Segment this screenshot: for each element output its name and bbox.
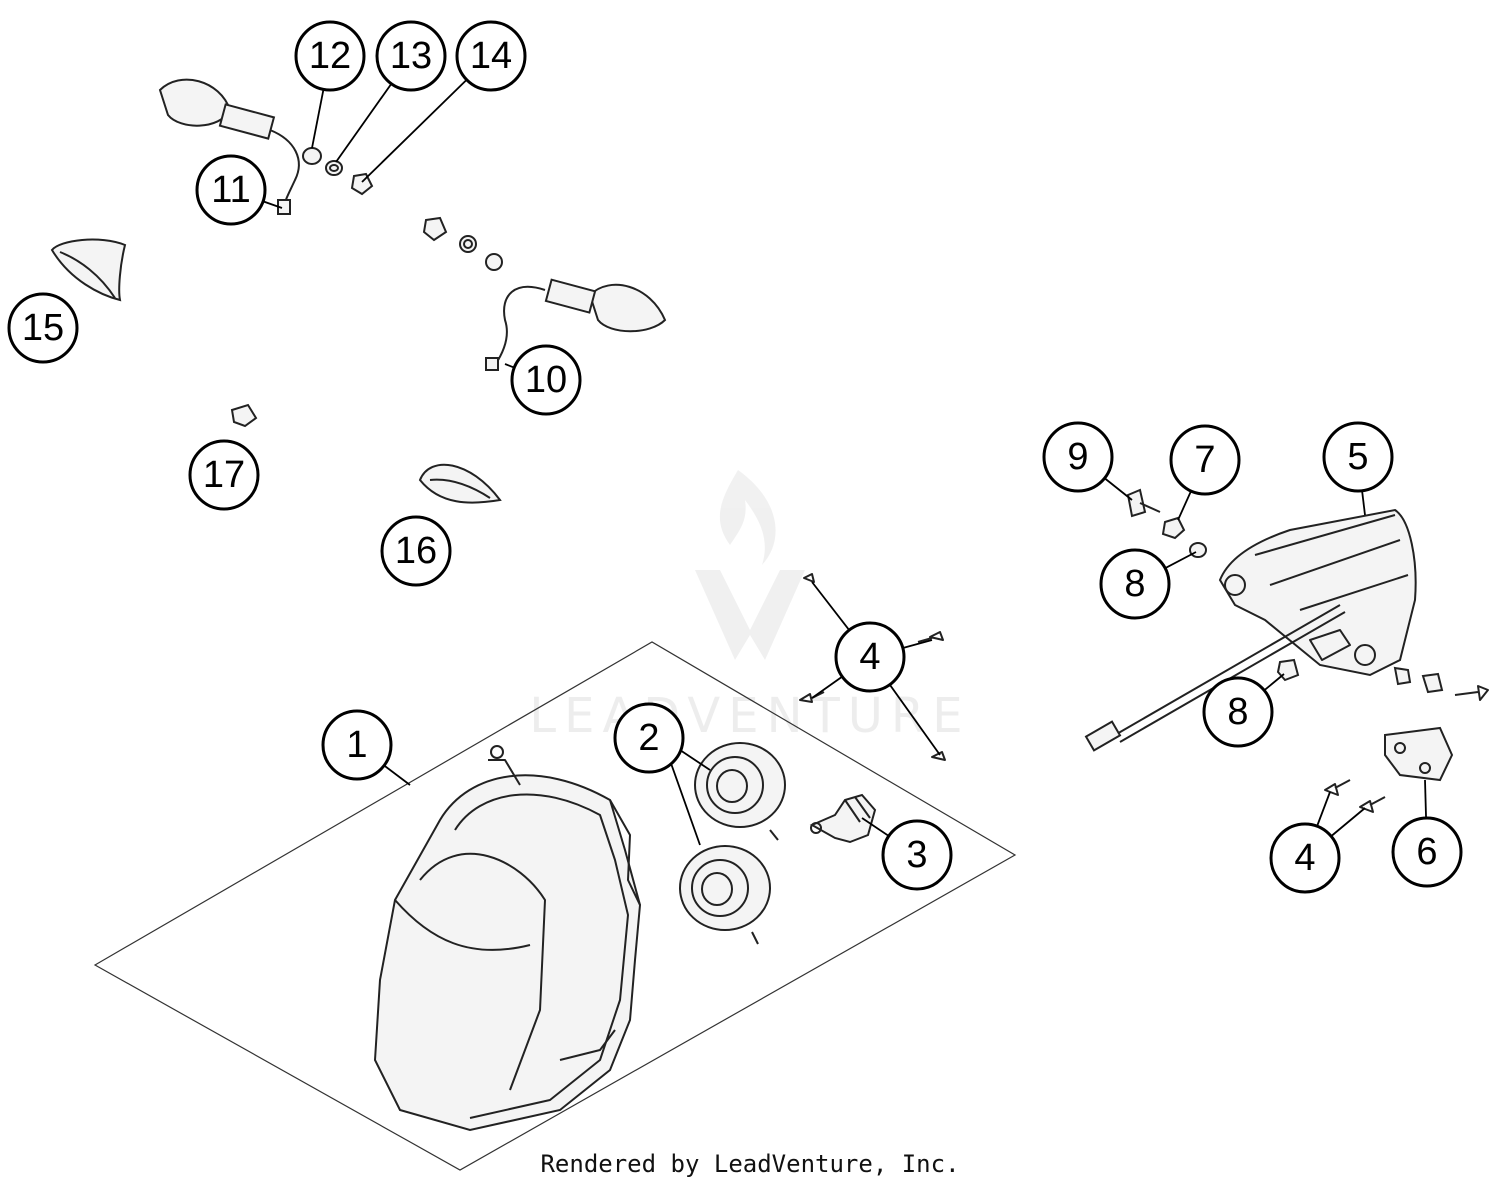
callout-8-upper[interactable]: 8 — [1099, 548, 1171, 620]
callout-label: 12 — [309, 35, 351, 77]
callout-14[interactable]: 14 — [455, 20, 527, 92]
callout-label: 9 — [1067, 436, 1088, 478]
part-clip-17 — [230, 403, 258, 428]
callout-label: 13 — [390, 35, 432, 77]
part-screws-upper — [799, 573, 946, 761]
callout-11[interactable]: 11 — [195, 154, 267, 226]
callout-1[interactable]: 1 — [321, 709, 393, 781]
callout-label: 14 — [470, 35, 512, 77]
part-tail-hardware — [1126, 488, 1489, 701]
part-tail-light-housing — [1218, 508, 1417, 677]
part-indicator-right — [485, 278, 667, 371]
callout-3[interactable]: 3 — [881, 819, 953, 891]
callout-7[interactable]: 7 — [1169, 424, 1241, 496]
callout-4-lower[interactable]: 4 — [1269, 822, 1341, 894]
callout-5[interactable]: 5 — [1322, 421, 1394, 493]
callout-label: 15 — [22, 307, 64, 349]
callout-label: 3 — [906, 834, 927, 876]
part-license-lamp — [1384, 726, 1454, 782]
part-indicator-hardware — [302, 147, 503, 271]
callout-15[interactable]: 15 — [7, 292, 79, 364]
callout-label: 17 — [203, 454, 245, 496]
part-screws-lower — [1324, 779, 1386, 813]
callout-6[interactable]: 6 — [1391, 816, 1463, 888]
part-bulb-holder-upper — [694, 742, 786, 841]
watermark-text: LEADVENTURE — [529, 688, 970, 744]
part-headlight-housing — [373, 745, 642, 1132]
callout-13[interactable]: 13 — [375, 20, 447, 92]
callout-16[interactable]: 16 — [380, 515, 452, 587]
leadventure-watermark: LEADVENTURE — [529, 470, 970, 744]
callout-label: 2 — [638, 717, 659, 759]
footer-credit: Rendered by LeadVenture, Inc. — [540, 1150, 960, 1178]
callout-label: 4 — [859, 636, 880, 678]
part-lens-cover-15 — [50, 238, 127, 302]
callout-label: 16 — [395, 530, 437, 572]
callout-8-lower[interactable]: 8 — [1202, 676, 1274, 748]
callout-2[interactable]: 2 — [613, 702, 685, 774]
part-bulb — [809, 793, 877, 844]
assembly-outline — [93, 641, 1017, 1171]
callout-label: 8 — [1124, 563, 1145, 605]
callout-label: 6 — [1416, 831, 1437, 873]
callout-4-upper[interactable]: 4 — [834, 621, 906, 693]
part-lens-cover-16 — [418, 463, 502, 504]
callout-12[interactable]: 12 — [294, 20, 366, 92]
callout-label: 5 — [1347, 436, 1368, 478]
callout-label: 1 — [346, 724, 367, 766]
callout-label: 11 — [211, 169, 250, 211]
callout-label: 4 — [1294, 837, 1315, 879]
callout-17[interactable]: 17 — [188, 439, 260, 511]
callout-label: 8 — [1227, 691, 1248, 733]
callout-10[interactable]: 10 — [510, 344, 582, 416]
callout-9[interactable]: 9 — [1042, 421, 1114, 493]
callout-label: 10 — [525, 359, 567, 401]
callout-label: 7 — [1194, 439, 1215, 481]
part-bulb-holder-lower — [679, 845, 771, 945]
